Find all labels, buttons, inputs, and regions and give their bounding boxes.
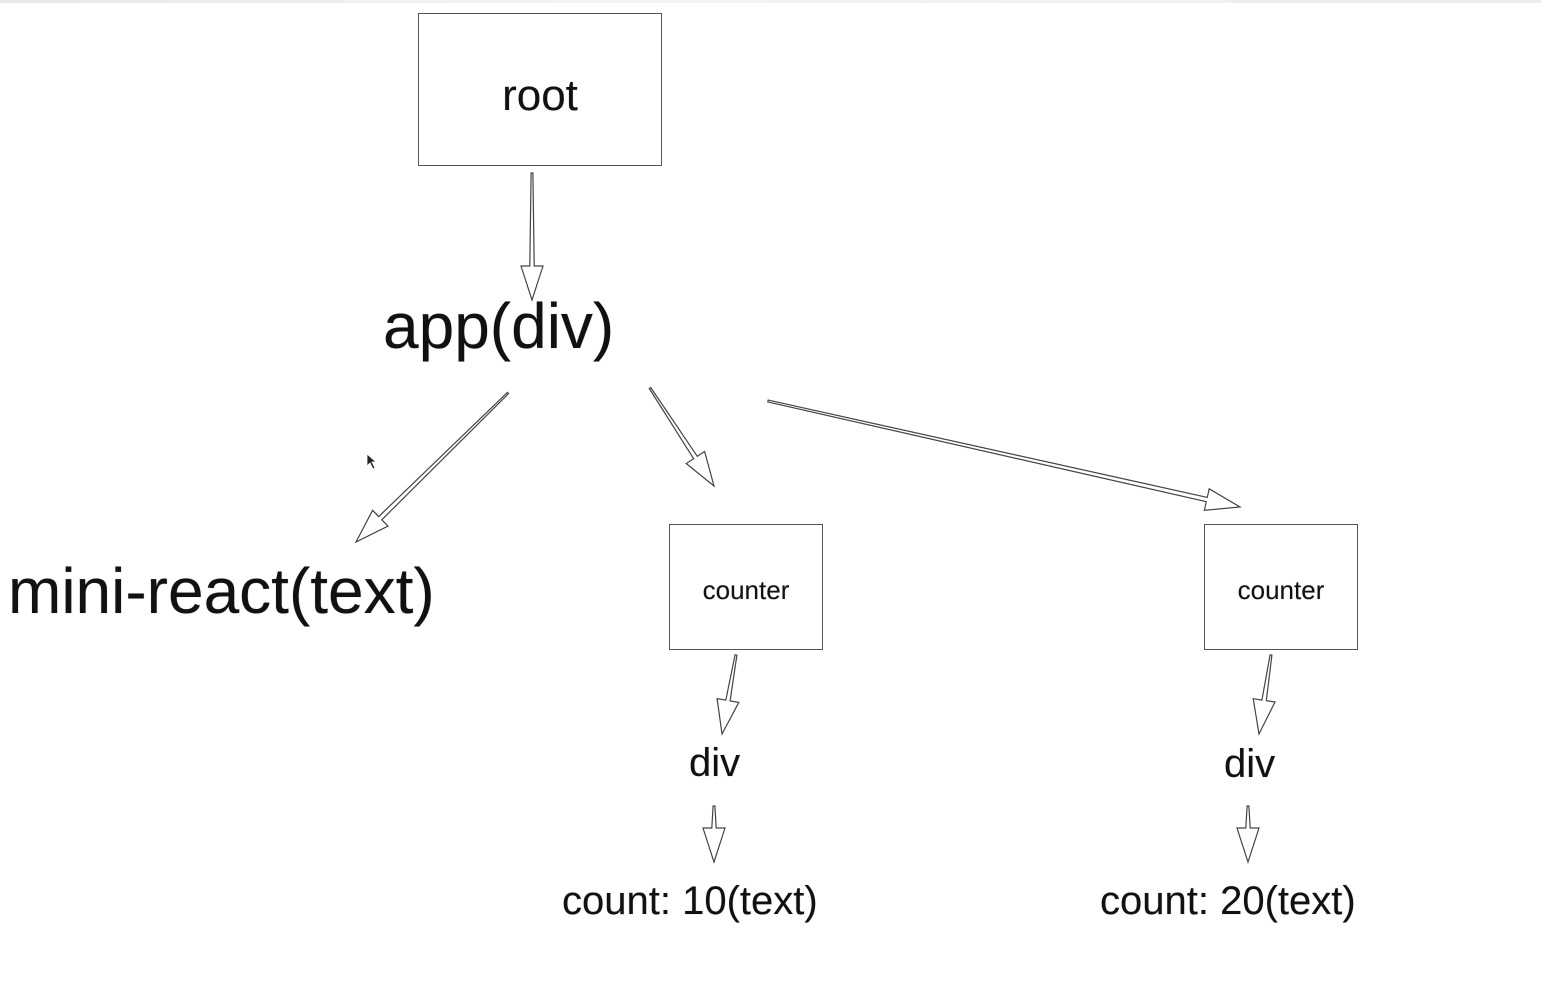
node-div-label-2: div xyxy=(1224,742,1276,786)
arrow-div-1-to-count xyxy=(702,805,726,864)
node-count-label-2: count: 20(text) xyxy=(1100,879,1356,923)
arrow-div-2-to-count xyxy=(1236,805,1260,864)
node-counter-box-1: counter xyxy=(669,524,823,650)
node-root-box: root xyxy=(418,13,662,166)
top-edge-strip xyxy=(0,0,1541,3)
mouse-cursor-icon xyxy=(366,453,378,470)
node-mini-react-label: mini-react(text) xyxy=(8,555,435,627)
arrow-counter-2-to-div xyxy=(1252,654,1276,736)
arrow-app-to-counter-1 xyxy=(648,386,716,488)
arrow-root-to-app xyxy=(520,172,544,302)
node-div-label-1: div xyxy=(689,741,741,785)
node-counter-label-2: counter xyxy=(1237,574,1325,605)
node-counter-label-1: counter xyxy=(702,574,790,605)
arrow-counter-1-to-div xyxy=(716,654,740,736)
node-count-label-1: count: 10(text) xyxy=(562,879,818,923)
node-root-label: root xyxy=(502,70,578,120)
node-counter-box-2: counter xyxy=(1204,524,1358,650)
arrow-app-to-counter-2 xyxy=(767,399,1242,511)
node-app-label: app(div) xyxy=(383,290,615,362)
